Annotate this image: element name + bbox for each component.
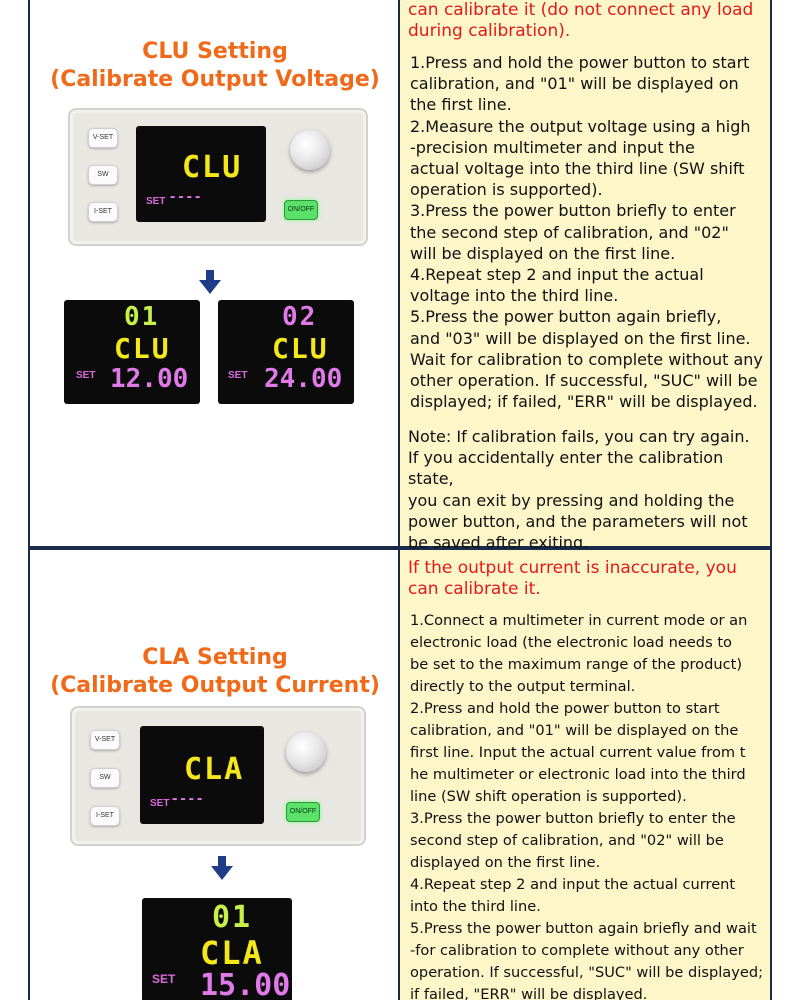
- cla-warning: If the output current is inaccurate, you…: [408, 558, 737, 599]
- cla-device: V-SET SW I-SET CLA SET ---- ON/OFF: [70, 706, 366, 846]
- cla-heading-title: CLA Setting: [142, 645, 288, 670]
- iset-button: I-SET: [88, 202, 118, 222]
- clu-illustration-panel: CLU Setting (Calibrate Output Voltage) V…: [28, 0, 398, 548]
- clu-steps-text: 1.Press and hold the power button to sta…: [410, 53, 763, 412]
- screen-line3: 12.00: [110, 364, 189, 394]
- screen-set-label: SET: [76, 370, 96, 381]
- screen-set-label: SET: [228, 370, 248, 381]
- clu-heading-title: CLU Setting: [142, 39, 288, 64]
- cla-illustration-panel: CLA Setting (Calibrate Output Current) V…: [28, 548, 398, 1000]
- cla-device-screen: CLA SET ----: [140, 726, 264, 824]
- iset-button: I-SET: [90, 806, 120, 826]
- cla-steps-text: 1.Connect a multimeter in current mode o…: [410, 612, 764, 1000]
- clu-display-text: CLU: [182, 150, 243, 185]
- vset-button: V-SET: [88, 128, 118, 148]
- screen-line2: CLU: [114, 332, 171, 365]
- cla-screen-step1: 01 CLA SET 15.00: [142, 898, 292, 1000]
- clu-heading: CLU Setting (Calibrate Output Voltage): [30, 38, 400, 94]
- cla-instructions-panel: If the output current is inaccurate, you…: [398, 548, 772, 1000]
- cla-heading-subtitle: (Calibrate Output Current): [50, 673, 380, 698]
- clu-screen-step2: 02 CLU SET 24.00: [218, 300, 354, 404]
- screen-line1: 01: [124, 302, 160, 332]
- set-label: SET: [150, 798, 170, 809]
- knob-icon: [290, 130, 330, 170]
- clu-note: Note: If calibration fails, you can try …: [408, 427, 750, 553]
- set-dashes: ----: [170, 188, 204, 205]
- onoff-button: ON/OFF: [284, 200, 318, 220]
- set-label: SET: [146, 196, 166, 207]
- cla-section: CLA Setting (Calibrate Output Current) V…: [0, 548, 800, 1000]
- knob-icon: [286, 732, 326, 772]
- clu-device-screen: CLU SET ----: [136, 126, 266, 222]
- screen-line3: 15.00: [200, 968, 291, 1000]
- screen-line1: 01: [212, 900, 253, 935]
- set-dashes: ----: [172, 790, 206, 807]
- clu-screen-step1: 01 CLU SET 12.00: [64, 300, 200, 404]
- onoff-button: ON/OFF: [286, 802, 320, 822]
- sw-button: SW: [88, 165, 118, 185]
- cla-steps: 1.Connect a multimeter in current mode o…: [410, 610, 766, 1000]
- clu-heading-subtitle: (Calibrate Output Voltage): [50, 67, 380, 92]
- screen-line2: CLA: [200, 934, 264, 972]
- cla-display-text: CLA: [184, 752, 245, 787]
- clu-instructions-panel: can calibrate it (do not connect any loa…: [398, 0, 772, 552]
- clu-warning: can calibrate it (do not connect any loa…: [408, 0, 754, 41]
- clu-steps: 1.Press and hold the power button to sta…: [410, 52, 766, 412]
- screen-line2: CLU: [272, 332, 329, 365]
- cla-heading: CLA Setting (Calibrate Output Current): [30, 644, 400, 700]
- screen-line1: 02: [282, 302, 318, 332]
- sw-button: SW: [90, 768, 120, 788]
- vset-button: V-SET: [90, 730, 120, 750]
- screen-set-label: SET: [152, 972, 176, 986]
- screen-line3: 24.00: [264, 364, 343, 394]
- clu-section: CLU Setting (Calibrate Output Voltage) V…: [28, 0, 772, 552]
- clu-device: V-SET SW I-SET CLU SET ---- ON/OFF: [68, 108, 368, 246]
